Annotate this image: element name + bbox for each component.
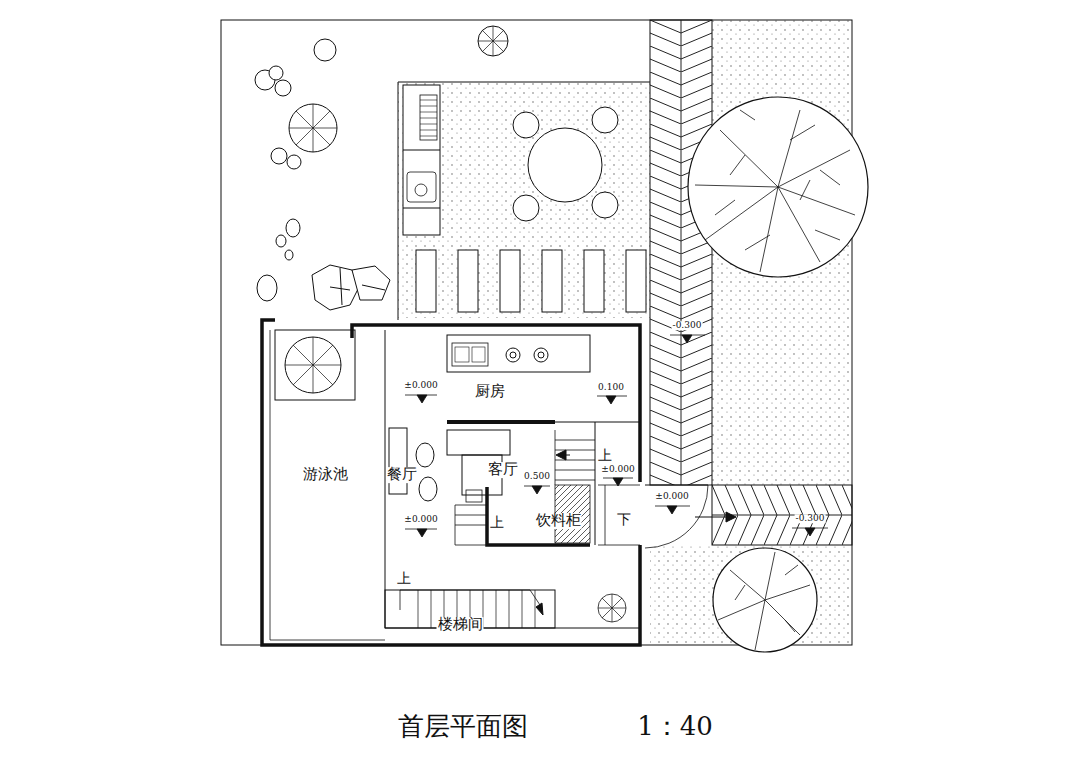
room-label: 游泳池 (302, 467, 349, 483)
elevation-mark: ±0.000 (403, 381, 438, 390)
drawing-caption: 首层平面图 (397, 713, 529, 740)
room-label: 餐厅 (386, 467, 418, 483)
room-label: 饮料柜 (535, 513, 582, 529)
room-label: 客厅 (487, 462, 519, 478)
elevation-mark: ±0.000 (403, 515, 438, 524)
room-label: 上 (597, 448, 613, 463)
scale-label: 1：40 (636, 713, 714, 740)
elevation-mark: 0.100 (597, 383, 625, 392)
room-label: 楼梯间 (437, 617, 484, 633)
room-label: 下 (616, 512, 632, 527)
elevation-mark: ±0.000 (654, 492, 689, 501)
room-label: 上 (489, 515, 505, 530)
room-label: 上 (396, 571, 412, 586)
elevation-mark: 0.500 (523, 472, 551, 481)
elevation-mark: -0.300 (795, 514, 826, 523)
elevation-mark: ±0.000 (600, 465, 635, 474)
room-label: 厨房 (474, 384, 506, 400)
elevation-mark: -0.300 (672, 321, 703, 330)
